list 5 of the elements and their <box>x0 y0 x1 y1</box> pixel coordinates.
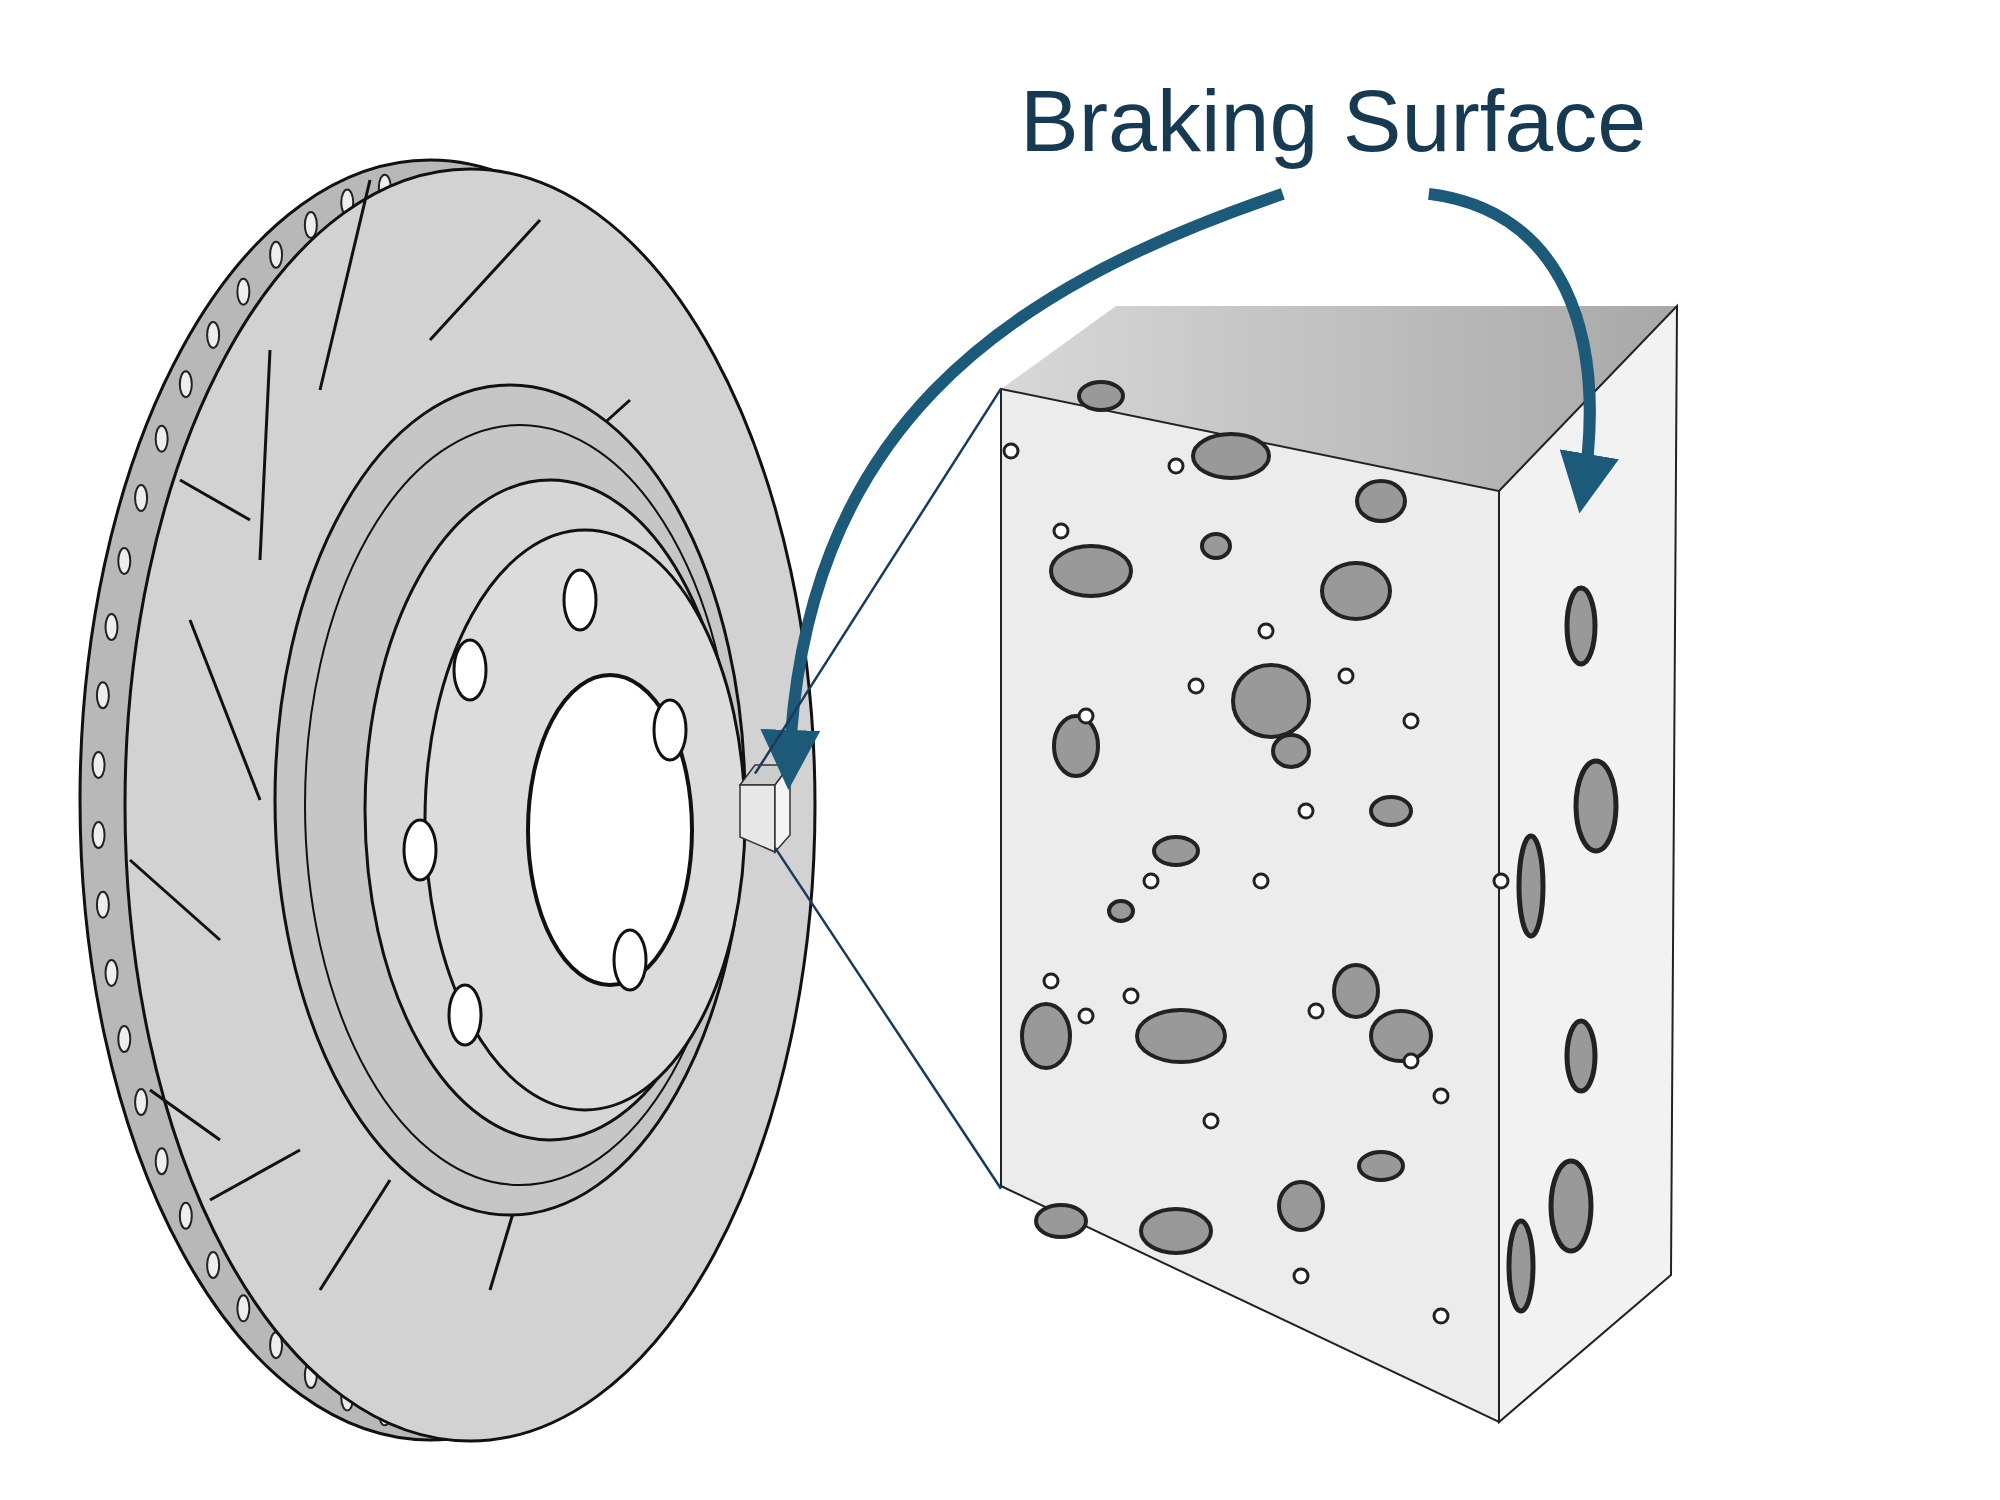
zoom-line <box>753 387 1003 775</box>
curved-arrow <box>762 188 1285 790</box>
callout-label: Braking Surface <box>1020 70 1648 172</box>
curved-arrow <box>1427 188 1618 514</box>
zoom-line <box>773 846 1003 1190</box>
